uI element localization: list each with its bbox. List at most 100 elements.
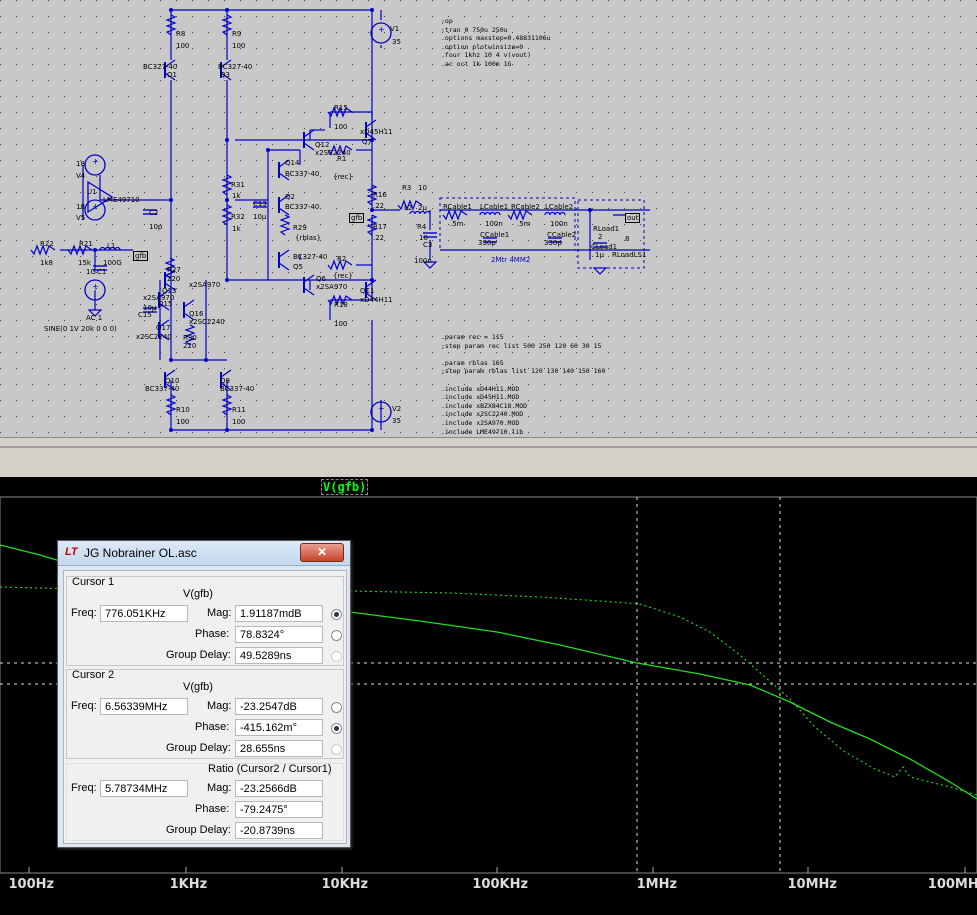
component-label[interactable]: 18: [76, 203, 85, 211]
cursor2-gd-field[interactable]: 28.655ns: [235, 740, 323, 757]
component-label[interactable]: Q17: [156, 324, 171, 332]
component-label[interactable]: CCable1: [480, 231, 510, 239]
component-label[interactable]: 330p: [478, 239, 496, 247]
component-label[interactable]: {rec}: [333, 173, 353, 181]
component-label[interactable]: V4: [76, 172, 86, 180]
component-label[interactable]: Q15: [158, 300, 173, 308]
component-label[interactable]: BC337-40: [285, 170, 320, 178]
cursor-window[interactable]: LT JG Nobrainer OL.asc ✕ Cursor 1 V(gfb)…: [57, 540, 351, 848]
component-label[interactable]: 220: [183, 342, 197, 350]
component-label[interactable]: 10: [419, 234, 428, 242]
net-label-out[interactable]: out: [625, 213, 641, 223]
component-label[interactable]: 15k: [78, 259, 91, 267]
component-label[interactable]: Q3: [220, 71, 230, 79]
component-label[interactable]: 330p: [544, 239, 562, 247]
cursor2-gd-radio[interactable]: [331, 744, 342, 755]
component-label[interactable]: .5m: [517, 220, 531, 228]
component-label[interactable]: Q5: [293, 263, 303, 271]
component-label[interactable]: 8: [625, 235, 630, 243]
component-label[interactable]: R3: [402, 184, 412, 192]
component-label[interactable]: R4: [417, 223, 427, 231]
component-label[interactable]: LCable2: [545, 203, 574, 211]
component-label[interactable]: LME49710: [103, 196, 140, 204]
component-label[interactable]: {rec}: [333, 272, 353, 280]
component-label[interactable]: 220: [167, 275, 181, 283]
component-label[interactable]: Q13: [162, 287, 177, 295]
component-label[interactable]: .22: [373, 202, 385, 210]
component-label[interactable]: V2: [392, 405, 402, 413]
component-label[interactable]: 10µ: [143, 304, 157, 312]
component-label[interactable]: C13: [253, 200, 267, 208]
spice-directives-bottom[interactable]: .param rec = 115 ;step param rec list 50…: [441, 333, 606, 436]
component-label[interactable]: 100: [334, 320, 348, 328]
scrollbar[interactable]: [0, 446, 977, 448]
component-label[interactable]: C1: [97, 268, 107, 276]
component-label[interactable]: R15: [334, 104, 348, 112]
component-label[interactable]: R9: [232, 30, 242, 38]
component-label[interactable]: BC337-40: [220, 385, 255, 393]
component-label[interactable]: 100: [176, 418, 190, 426]
spice-directives-top[interactable]: ;op ;tran 0 750u 250u .options maxstep=0…: [441, 17, 551, 68]
component-label[interactable]: CCable2: [547, 231, 577, 239]
component-label[interactable]: RLoad1: [593, 225, 620, 233]
component-label[interactable]: R18: [334, 301, 348, 309]
component-label[interactable]: Q11: [360, 287, 375, 295]
component-label[interactable]: 100G: [103, 259, 122, 267]
component-label[interactable]: Q1: [167, 71, 177, 79]
component-label[interactable]: RCable2: [511, 203, 540, 211]
component-label[interactable]: 2µ: [418, 204, 427, 212]
cursor1-gd-radio[interactable]: [331, 651, 342, 662]
component-label[interactable]: 10p: [149, 223, 163, 231]
component-label[interactable]: Q7: [362, 138, 372, 146]
cursor-window-titlebar[interactable]: LT JG Nobrainer OL.asc ✕: [58, 541, 350, 566]
cursor2-mag-field[interactable]: -23.2547dB: [235, 698, 323, 715]
component-label[interactable]: CLoad1: [591, 243, 618, 251]
component-label[interactable]: Q12: [315, 141, 330, 149]
component-label[interactable]: x2SC2240: [189, 318, 225, 326]
component-label[interactable]: AC 1: [86, 314, 103, 322]
close-button[interactable]: ✕: [300, 543, 344, 562]
component-label[interactable]: 1k8: [40, 259, 53, 267]
cursor2-mag-radio[interactable]: [331, 702, 342, 713]
component-label[interactable]: L2: [404, 204, 413, 212]
component-label[interactable]: BC327-40: [293, 253, 328, 261]
cursor1-freq-field[interactable]: 776.051KHz: [100, 605, 188, 622]
component-label[interactable]: xD44H11: [360, 296, 393, 304]
component-label[interactable]: x2SA970: [189, 281, 221, 289]
trace-label[interactable]: V(gfb): [321, 479, 369, 495]
component-label[interactable]: BC337-40: [145, 385, 180, 393]
component-label[interactable]: x2SA970: [143, 294, 175, 302]
component-label[interactable]: .5m: [450, 220, 464, 228]
component-label[interactable]: R2: [337, 255, 347, 263]
cursor1-mag-radio[interactable]: [331, 609, 342, 620]
component-label[interactable]: L1: [107, 242, 116, 250]
component-label[interactable]: BC327-40: [143, 63, 178, 71]
component-label[interactable]: RLoadLS1: [612, 251, 647, 259]
component-label[interactable]: xD45H11: [360, 128, 393, 136]
component-label[interactable]: 10: [418, 184, 427, 192]
component-label[interactable]: 100: [232, 418, 246, 426]
component-label[interactable]: C15: [138, 311, 152, 319]
component-label[interactable]: R10: [176, 406, 190, 414]
ratio-mag-field[interactable]: -23.2566dB: [235, 780, 323, 797]
component-label[interactable]: R31: [231, 181, 245, 189]
component-label[interactable]: Q14: [285, 159, 300, 167]
component-label[interactable]: {rblas}: [295, 234, 322, 242]
component-label[interactable]: 1k: [232, 192, 241, 200]
component-label[interactable]: Q16: [189, 310, 204, 318]
cursor2-phase-radio[interactable]: [331, 723, 342, 734]
component-label[interactable]: 1G: [86, 268, 96, 276]
ratio-freq-field[interactable]: 5.78734MHz: [100, 780, 188, 797]
ratio-gd-field[interactable]: -20.8739ns: [235, 822, 323, 839]
component-label[interactable]: V5: [76, 214, 86, 222]
component-label[interactable]: C3: [423, 241, 433, 249]
net-label-gfb[interactable]: gfb: [133, 251, 149, 261]
component-label[interactable]: 10µ: [253, 213, 267, 221]
component-label[interactable]: R29: [293, 224, 307, 232]
component-label[interactable]: R8: [176, 30, 186, 38]
component-label[interactable]: 100n: [485, 220, 503, 228]
component-label[interactable]: R16: [373, 191, 387, 199]
component-label[interactable]: R11: [232, 406, 246, 414]
component-label[interactable]: BC337-40: [285, 203, 320, 211]
component-label[interactable]: R32: [231, 213, 245, 221]
